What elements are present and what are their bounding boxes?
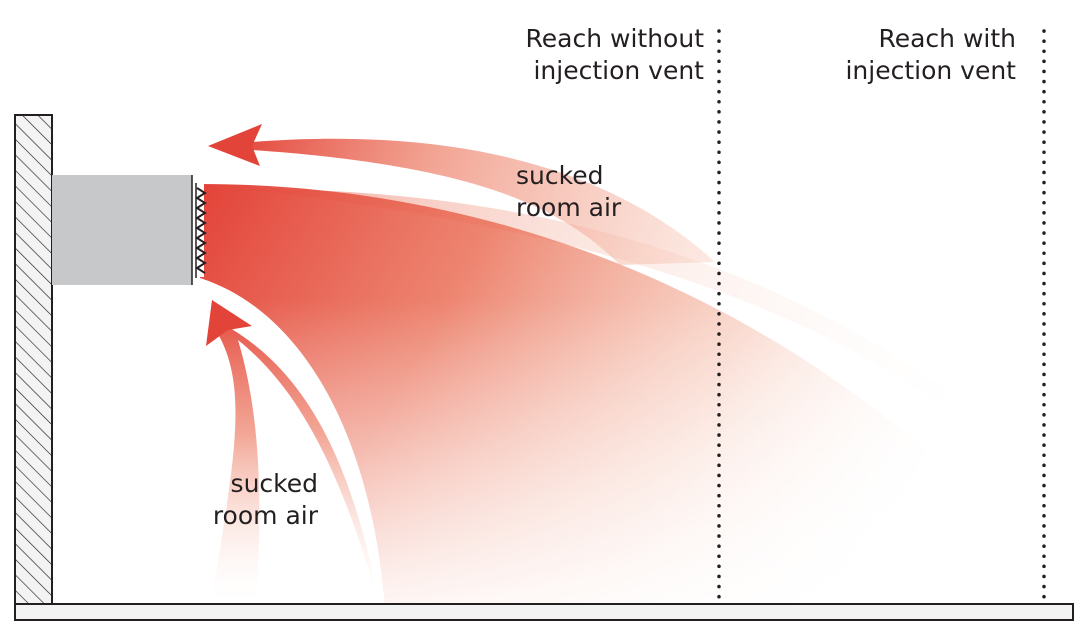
injection-vent [195,181,207,278]
label-reach-without-line-2: injection vent [533,56,704,85]
label-sucked-bottom-line-1: sucked [230,469,318,498]
label-reach-without: Reach without injection vent [480,23,704,87]
label-reach-without-line-1: Reach without [525,24,704,53]
floor [14,603,1074,621]
wall [14,114,53,605]
label-reach-with-line-1: Reach with [878,24,1016,53]
main-airflow-jet [200,184,1030,604]
label-reach-with: Reach with injection vent [800,23,1016,87]
label-sucked-room-air-bottom: sucked room air [190,468,318,532]
label-sucked-top-line-2: room air [516,193,622,222]
unit-body [52,175,192,285]
label-sucked-bottom-line-2: room air [212,501,318,530]
label-sucked-top-line-1: sucked [516,161,604,190]
top-suction-arrow [208,124,715,265]
label-sucked-room-air-top: sucked room air [516,160,621,224]
bottom-suction-arrow [206,300,378,600]
label-reach-with-line-2: injection vent [845,56,1016,85]
